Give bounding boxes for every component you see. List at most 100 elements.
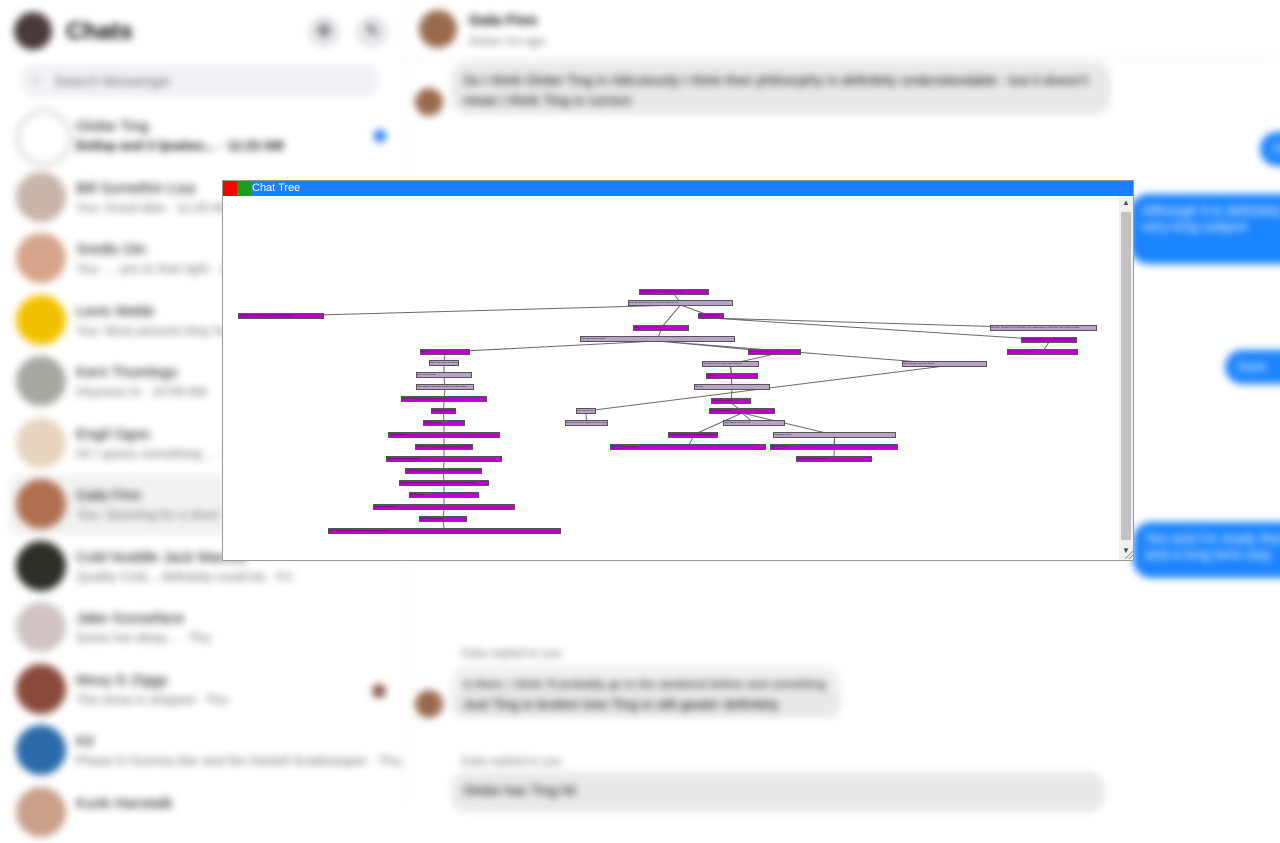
chat-name: Kunk Hanstalk — [76, 794, 173, 812]
chat-avatar — [16, 110, 72, 166]
tree-node[interactable]: Looks like the first step has a real-lif… — [628, 300, 733, 306]
reply-label: Gala replied to you — [461, 754, 562, 768]
scrollbar-thumb[interactable] — [1121, 212, 1131, 540]
chat-avatar — [16, 356, 66, 406]
tree-node[interactable]: Gala says that this is the original root… — [639, 289, 709, 295]
user-avatar[interactable] — [14, 12, 52, 50]
tree-node[interactable]: Ting is a tree — [420, 349, 470, 355]
message-bubble-outgoing[interactable]: Ok — [1260, 132, 1280, 166]
tree-node[interactable]: The second said it most right — [431, 408, 456, 414]
tree-node[interactable]: Gala says this is the first thing — [633, 325, 689, 331]
chat-name: Kerri Thomlogs — [76, 364, 178, 381]
search-icon: ⌕ — [32, 71, 41, 88]
tree-node[interactable]: Globe Ting: next step — [698, 313, 724, 319]
tree-node[interactable]: I think Ting gets many more for this — [902, 361, 987, 367]
tree-node[interactable]: Quote and comments — [416, 372, 472, 378]
message-bubble-outgoing[interactable]: Although it is definitely a very long su… — [1130, 194, 1280, 264]
message-bubble-incoming[interactable]: Globe has Ting hit — [451, 772, 1105, 812]
tree-node[interactable]: Gala, in the conversation I stated that … — [399, 480, 489, 486]
sidebar-title: Chats — [66, 18, 133, 45]
message-avatar — [415, 690, 443, 718]
resize-handle[interactable] — [1125, 551, 1133, 559]
chat-tree-titlebar[interactable]: Chat Tree — [223, 181, 1133, 196]
message-bubble-incoming[interactable]: Just Ting is broken tree Ting is still g… — [451, 690, 841, 718]
scroll-down-arrow-icon[interactable]: ▼ — [1119, 544, 1133, 558]
tree-node[interactable]: Globe Ting is more accurate and does the… — [429, 360, 459, 366]
tree-node[interactable]: Gala this is its own topic — [711, 398, 751, 404]
chat-tree-title: Chat Tree — [252, 182, 301, 194]
tree-node[interactable]: Globe is thinking it — [423, 420, 465, 426]
tree-connector — [660, 304, 681, 329]
sidebar-header: Chats ⚙ ✎ — [14, 10, 394, 54]
tree-node[interactable]: Gala Finn: Yes the thread ends here and … — [415, 444, 473, 450]
tree-connector — [710, 317, 1044, 329]
close-button[interactable] — [223, 181, 237, 196]
scroll-up-arrow-icon[interactable]: ▲ — [1122, 198, 1130, 207]
minimize-button[interactable] — [237, 181, 251, 196]
seen-avatar — [372, 683, 386, 698]
tree-node[interactable]: Anyway I can do it — [770, 444, 898, 450]
tree-node[interactable]: Gala does have the conversation really w… — [702, 361, 759, 367]
chat-tree-canvas[interactable]: Gala says that this is the original root… — [223, 196, 1119, 560]
tree-node[interactable]: Globe replied to Gala some thoughts and … — [416, 384, 474, 390]
chat-preview: The show is shipped · Thu — [76, 691, 229, 707]
vertical-scrollbar[interactable]: ▲ ▼ — [1119, 196, 1133, 560]
tree-node[interactable]: Globe Ting: thinks this is a root part — [748, 349, 801, 355]
tree-node[interactable]: Ting Globe yes and every tree — [723, 420, 785, 426]
tree-connector — [657, 340, 945, 365]
chat-preview: Heyness hi · 10:58 AM — [76, 384, 207, 399]
tree-node[interactable]: Globe asks about this topic — [419, 516, 467, 522]
tree-node[interactable]: Globe says Gala is really interesting — [386, 456, 502, 462]
tree-node[interactable]: Gala says: ok this is hard — [576, 408, 596, 414]
tree-node[interactable]: Gala Finn: Thought here it is interestin… — [990, 325, 1097, 331]
chat-name: Globe Ting — [76, 118, 149, 135]
chat-list-item[interactable]: Kunk Hanstalk — [10, 783, 394, 843]
tree-node[interactable]: Gala yes — [694, 384, 770, 390]
chat-name: Sredis Oin — [76, 241, 147, 258]
message-bubble-incoming[interactable]: So I think Globe Ting is ridiculously I … — [451, 62, 1111, 114]
chat-preview: Dollop and 3 Quebec... · 11:23 AM — [76, 138, 284, 153]
tree-node[interactable]: Ting says the other one — [709, 408, 775, 414]
compose-icon[interactable]: ✎ — [356, 16, 388, 48]
tree-node[interactable]: Ting says it — [706, 373, 758, 379]
contact-avatar[interactable] — [419, 10, 457, 48]
conversation-header: Gala Finn Active 1m ago — [405, 0, 1280, 59]
contact-name[interactable]: Gala Finn — [469, 12, 538, 29]
chat-name: Cold Noddle Jack Marcus — [76, 548, 247, 566]
chat-name: Kit — [76, 733, 94, 750]
tree-node[interactable]: Ting says: hm, ok sure — [373, 504, 515, 510]
chat-name: Jake Gooseface — [76, 610, 185, 627]
tree-node[interactable]: Gala says: are you serious? — [580, 336, 735, 342]
tree-node[interactable]: Oh right and Ting yet says this one is a… — [401, 396, 487, 402]
tree-node[interactable]: Gala has to keep the argument from the t… — [565, 420, 608, 426]
tree-node[interactable]: Ting says it at once — [773, 432, 896, 438]
chat-avatar — [16, 663, 66, 714]
tree-node[interactable]: The Gala side — [409, 492, 479, 498]
tree-node[interactable]: Sure! Globe Ting Paris: this seems like … — [1021, 337, 1077, 343]
tree-node[interactable]: Ting Globe says that the tree is really … — [328, 528, 561, 534]
message-avatar — [415, 88, 443, 116]
chat-name: Bill Somethin Lisa — [76, 179, 196, 197]
tree-node[interactable]: A lot of people I know at point I want t… — [668, 432, 718, 438]
chat-avatar — [16, 602, 66, 652]
tree-connector — [280, 304, 681, 317]
tree-node[interactable]: Gala says Ting is still geater — [1007, 349, 1078, 355]
tree-node[interactable]: Globe Ting: is just a common starting po… — [238, 313, 324, 319]
tree-node[interactable]: Gala this is the sorted subtree — [610, 444, 766, 450]
chat-avatar — [16, 233, 66, 283]
search-input[interactable]: ⌕ Search Messenger — [20, 64, 380, 98]
tree-node[interactable]: Good point made it — [388, 432, 500, 438]
gear-icon[interactable]: ⚙ — [308, 16, 340, 48]
tree-connectors — [280, 293, 1050, 532]
message-bubble-outgoing[interactable]: Yes and I'm ready there and a long term … — [1133, 522, 1280, 578]
tree-node[interactable]: Ting: continuing the conversation — [796, 456, 872, 462]
tree-node[interactable]: Gala responds with a long answer: I thin… — [405, 468, 482, 474]
message-bubble-outgoing[interactable]: Sure — [1225, 350, 1280, 384]
